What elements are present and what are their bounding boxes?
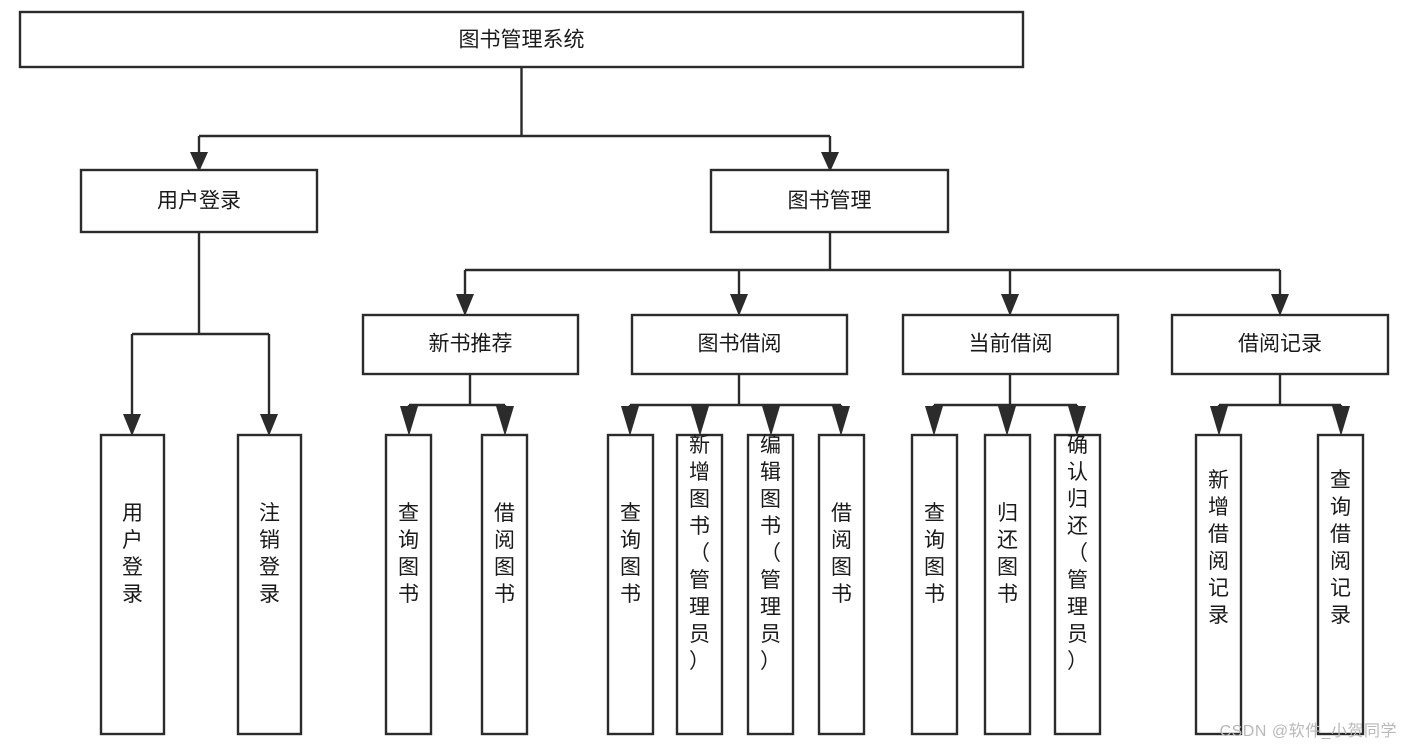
arrow-head-query-book-2 (621, 406, 639, 436)
node-user-login-box[interactable] (79, 168, 319, 234)
connector-group (123, 67, 1350, 436)
arrow-head-current-borrow (1001, 294, 1019, 316)
node-borrow-book-1-box[interactable] (480, 433, 529, 736)
arrow-head-user-login-do (123, 414, 141, 436)
node-user-login-do-label: 用户登录 (122, 502, 143, 606)
node-user-logout-label: 注销登录 (259, 502, 280, 606)
node-new-book-recommend[interactable]: 新书推荐 (361, 313, 580, 376)
arrow-head-return-book (998, 406, 1016, 436)
arrow-head-add-borrow-record (1210, 406, 1228, 436)
node-confirm-return-admin-box[interactable] (1053, 433, 1102, 736)
arrow-head-borrow-book-1 (496, 406, 514, 436)
node-book-management-label: 图书管理 (788, 190, 872, 213)
node-edit-book-admin-label: 编辑图书（管理员） (760, 434, 781, 673)
node-book-borrow[interactable]: 图书借阅 (630, 313, 849, 376)
node-book-borrow-box[interactable] (630, 313, 849, 376)
node-user-login-do-box[interactable] (99, 433, 166, 736)
node-return-book-label: 归还图书 (997, 502, 1018, 606)
arrow-head-book-borrow (730, 294, 748, 316)
node-user-login[interactable]: 用户登录 (79, 168, 319, 234)
arrow-head-user-logout (260, 414, 278, 436)
node-query-book-2-box[interactable] (606, 433, 655, 736)
node-query-book-1-label: 查询图书 (398, 502, 419, 606)
node-edit-book-admin-box[interactable] (746, 433, 795, 736)
arrow-head-query-book-1 (400, 406, 418, 436)
node-query-borrow-record-label: 查询借阅记录 (1330, 469, 1351, 627)
node-root-box[interactable] (18, 10, 1025, 69)
node-new-book-recommend-label: 新书推荐 (429, 333, 513, 356)
node-borrow-book-2-box[interactable] (817, 433, 866, 736)
node-current-borrow-box[interactable] (901, 313, 1120, 376)
arrow-head-user-login (190, 152, 208, 172)
node-book-borrow-label: 图书借阅 (698, 333, 782, 356)
node-user-logout[interactable]: 注销登录 (236, 433, 303, 736)
node-book-management[interactable]: 图书管理 (709, 168, 950, 234)
node-borrow-record[interactable]: 借阅记录 (1170, 313, 1390, 376)
node-add-borrow-record-box[interactable] (1194, 433, 1243, 736)
node-query-borrow-record-box[interactable] (1316, 433, 1365, 736)
node-add-book-admin-box[interactable] (675, 433, 724, 736)
node-user-login-label: 用户登录 (157, 190, 241, 213)
node-edit-book-admin[interactable]: 编辑图书（管理员） (746, 433, 795, 736)
arrow-head-edit-book-admin (762, 406, 780, 436)
arrow-head-book-management (821, 152, 839, 172)
node-confirm-return-admin-label: 确认归还（管理员） (1067, 434, 1088, 673)
node-query-book-1-box[interactable] (384, 433, 433, 736)
node-add-borrow-record[interactable]: 新增借阅记录 (1194, 433, 1243, 736)
node-return-book-box[interactable] (983, 433, 1032, 736)
node-add-borrow-record-label: 新增借阅记录 (1208, 469, 1229, 627)
arrow-head-query-book-3 (925, 406, 943, 436)
node-query-borrow-record[interactable]: 查询借阅记录 (1316, 433, 1365, 736)
arrow-head-borrow-record (1271, 294, 1289, 316)
arrow-head-query-borrow-record (1332, 406, 1350, 436)
node-query-book-3-label: 查询图书 (924, 502, 945, 606)
node-root-label: 图书管理系统 (459, 29, 585, 52)
node-borrow-book-1-label: 借阅图书 (494, 502, 515, 606)
node-book-management-box[interactable] (709, 168, 950, 234)
node-current-borrow[interactable]: 当前借阅 (901, 313, 1120, 376)
arrow-head-borrow-book-2 (832, 406, 850, 436)
node-borrow-book-2-label: 借阅图书 (831, 502, 852, 606)
node-user-login-do[interactable]: 用户登录 (99, 433, 166, 736)
node-query-book-2-label: 查询图书 (620, 502, 641, 606)
node-new-book-recommend-box[interactable] (361, 313, 580, 376)
node-add-book-admin[interactable]: 新增图书（管理员） (675, 433, 724, 736)
arrow-head-new-book-recommend (456, 294, 474, 316)
node-return-book[interactable]: 归还图书 (983, 433, 1032, 736)
node-borrow-book-2[interactable]: 借阅图书 (817, 433, 866, 736)
node-user-logout-box[interactable] (236, 433, 303, 736)
node-add-book-admin-label: 新增图书（管理员） (689, 434, 710, 673)
arrow-head-add-book-admin (691, 406, 709, 436)
node-current-borrow-label: 当前借阅 (969, 333, 1053, 356)
node-query-book-1[interactable]: 查询图书 (384, 433, 433, 736)
arrow-head-confirm-return-admin (1068, 406, 1086, 436)
node-root[interactable]: 图书管理系统 (18, 10, 1025, 69)
node-borrow-record-box[interactable] (1170, 313, 1390, 376)
node-query-book-3-box[interactable] (910, 433, 959, 736)
node-query-book-2[interactable]: 查询图书 (606, 433, 655, 736)
node-borrow-record-label: 借阅记录 (1238, 333, 1322, 356)
node-query-book-3[interactable]: 查询图书 (910, 433, 959, 736)
node-borrow-book-1[interactable]: 借阅图书 (480, 433, 529, 736)
node-confirm-return-admin[interactable]: 确认归还（管理员） (1053, 433, 1102, 736)
